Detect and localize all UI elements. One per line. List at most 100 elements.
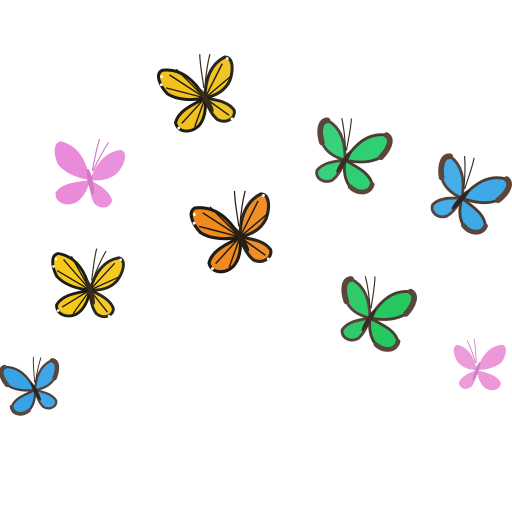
butterfly-body [361,308,377,331]
antenna [345,118,352,151]
forewing [51,252,92,292]
wing-border [438,153,453,181]
orange-butterfly-center [189,190,273,274]
wing-spot [107,314,111,318]
antenna [464,157,475,190]
wing-vein [89,262,116,291]
antenna [239,190,246,227]
wing-vein [194,97,206,127]
wing-border [402,288,417,317]
antenna [370,276,376,309]
antenna [199,54,205,89]
wing-vein [215,236,241,265]
antenna [463,155,466,189]
antenna [92,250,107,281]
wing-vein [239,200,259,238]
wing-border [495,176,512,204]
antenna [204,53,211,88]
antenna [341,117,347,151]
forewing [477,344,506,370]
wing-border [49,358,60,381]
wing-vein [204,63,223,99]
wing-spot [177,126,181,130]
yellow-butterfly-left [51,248,125,318]
hindwing [55,288,92,318]
hindwing-far [340,316,372,342]
forewing-far [90,149,126,181]
wing-vein [56,269,91,291]
hindwing-far [458,370,477,389]
wing-border [460,222,488,235]
wing-spot [225,57,229,60]
butterfly-body [472,362,481,381]
butterfly-body [86,168,95,195]
antenna [473,339,477,364]
wing-border [317,117,331,146]
wing-spot [119,258,123,262]
hindwing-far [430,196,464,219]
hindwing-far [89,180,113,208]
butterfly-body [30,382,41,401]
wing-vein [202,212,241,238]
blue-butterfly-bottom-left [0,356,60,416]
hindwing [477,370,501,391]
wing-spot [192,221,196,225]
wing-vein [204,75,232,99]
antenna [34,357,42,383]
butterfly-body [86,279,95,305]
wing-spot [56,309,60,312]
wing-vein [239,213,268,238]
forewing [189,206,242,241]
butterfly-body [336,150,352,173]
forewing-far [88,256,125,292]
wing-spot [52,265,55,268]
wing-spot [199,203,203,206]
pink-butterfly-right [453,339,506,391]
wing-vein [169,74,206,99]
wing-spot [166,65,170,69]
antenna [364,276,371,309]
wing-spot [230,117,234,121]
wing-vein [165,87,206,99]
wing-border [9,405,31,416]
antenna [466,340,477,364]
butterfly-body [451,189,470,210]
hindwing [55,180,90,205]
butterfly-body [198,87,214,112]
antenna [91,248,98,281]
wing-spot [160,75,163,78]
wing-spot [54,257,58,261]
wing-vein [72,289,91,314]
wing-spot [192,213,196,216]
wing-border [378,132,393,161]
wing-vein [228,236,241,268]
forewing-far [453,344,477,370]
wing-border [373,339,401,352]
antenna [91,138,101,171]
yellow-butterfly-top [157,53,236,133]
hindwing-far [33,388,58,410]
forewing [157,68,207,102]
wing-spot [210,267,214,271]
antenna [32,356,36,383]
forewing-far [238,192,271,239]
wing-vein [61,289,91,308]
wing-vein [63,259,91,291]
antenna [233,190,240,227]
wing-border [347,182,375,195]
forewing [54,141,90,180]
butterflies-layer [0,53,512,416]
hindwing-far [315,158,347,183]
wing-spot [261,194,265,198]
wing-spot [159,83,163,87]
wing-spot [62,250,66,254]
forewing-far [203,55,234,100]
wing-vein [181,97,206,124]
pink-butterfly-left [54,138,126,208]
wing-border [0,364,10,388]
antenna [92,142,110,172]
wing-border [341,276,354,305]
green-butterfly-top-right [315,117,393,195]
